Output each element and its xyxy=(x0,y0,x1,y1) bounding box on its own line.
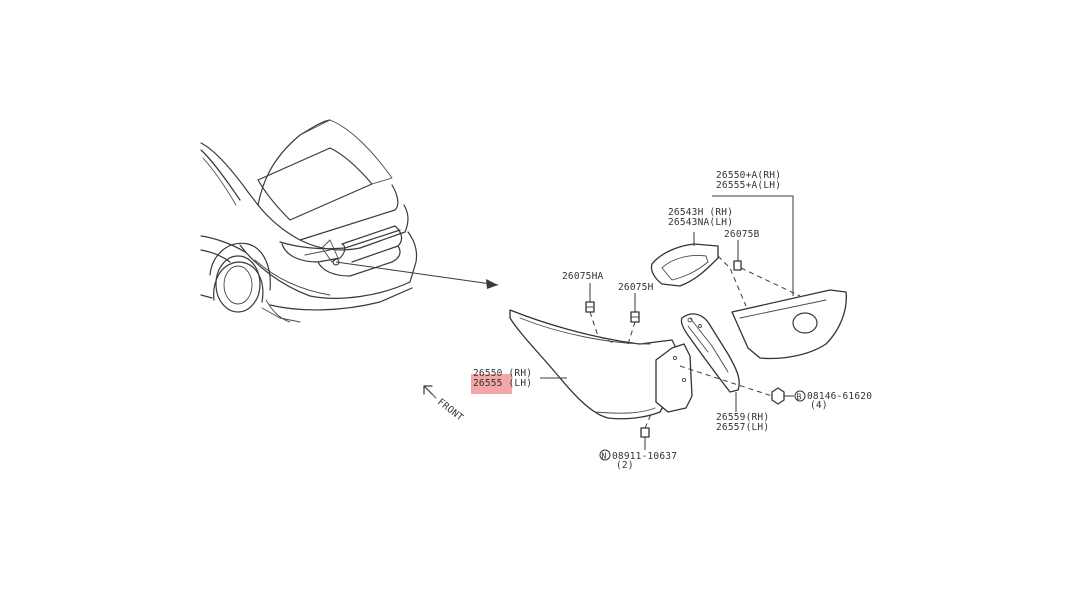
front-label: FRONT xyxy=(435,397,465,424)
label-26559-rh: 26559(RH) xyxy=(716,412,769,423)
label-nut-code: 08911-10637 xyxy=(612,451,677,462)
label-26075h: 26075H xyxy=(618,282,654,293)
car-rear-illustration xyxy=(200,119,418,323)
label-26555-lh: 26555 (LH) xyxy=(473,378,532,389)
label-26075b: 26075B xyxy=(724,229,760,240)
nut-symbol-circle xyxy=(599,449,611,461)
label-26557-lh: 26557(LH) xyxy=(716,422,769,433)
bolt-symbol-circle xyxy=(794,390,806,402)
label-nut-qty: (2) xyxy=(616,460,634,471)
label-bolt-qty: (4) xyxy=(810,400,828,411)
lamp-gasket xyxy=(650,243,719,287)
assembly-lines xyxy=(589,255,801,429)
label-26075ha: 26075HA xyxy=(562,271,604,282)
label-26543na-lh: 26543NA(LH) xyxy=(668,217,733,228)
garnish-strip xyxy=(680,313,740,393)
main-lamp-assembly xyxy=(509,309,677,420)
nut-symbol: N xyxy=(602,452,607,461)
label-26550a-rh: 26550+A(RH) xyxy=(716,170,781,181)
inner-cover-panel xyxy=(655,343,693,413)
label-26555a-lh: 26555+A(LH) xyxy=(716,180,781,191)
label-bolt-code: 08146-61620 xyxy=(807,391,872,402)
highlight-box xyxy=(471,374,512,394)
label-26550-rh: 26550 (RH) xyxy=(473,368,532,379)
inner-lamp-assembly xyxy=(731,289,847,360)
leader-lines xyxy=(540,195,794,450)
front-direction-indicator: FRONT xyxy=(423,385,465,424)
reference-arrow xyxy=(332,258,499,289)
label-26543h-rh: 26543H (RH) xyxy=(668,207,733,218)
bolt-symbol: B xyxy=(797,393,802,402)
